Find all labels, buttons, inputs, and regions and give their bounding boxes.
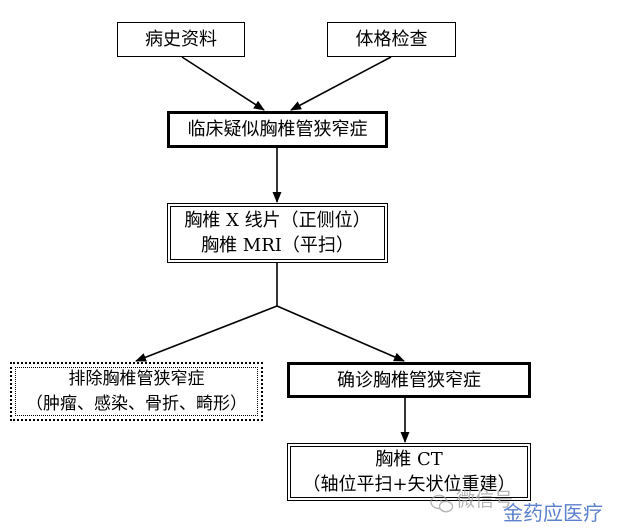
node-line-1: 胸椎 CT xyxy=(375,449,443,470)
node-line-2: （肿瘤、感染、骨折、畸形） xyxy=(26,393,247,414)
node-line-1: 胸椎 X 线片（正侧位） xyxy=(184,210,371,231)
node-line-2: 胸椎 MRI（平扫） xyxy=(201,235,354,256)
node-clinical-suspicion: 临床疑似胸椎管狭窄症 xyxy=(167,111,388,148)
arrow-exam-to-suspected xyxy=(290,56,392,111)
watermark-brand: 金药应医疗 xyxy=(503,501,603,525)
node-ct: 胸椎 CT （轴位平扫+矢状位重建） xyxy=(287,443,531,501)
watermark-wechat-label: 微信号 xyxy=(456,489,514,511)
node-line-2: （轴位平扫+矢状位重建） xyxy=(302,474,516,495)
node-label: 病史资料 xyxy=(145,29,217,50)
node-line-1: 排除胸椎管狭窄症 xyxy=(68,368,205,389)
node-physical-exam: 体格检查 xyxy=(327,22,456,57)
wechat-icon xyxy=(430,494,454,513)
node-label: 体格检查 xyxy=(355,29,428,50)
node-label: 临床疑似胸椎管狭窄症 xyxy=(187,119,368,140)
node-xray-mri: 胸椎 X 线片（正侧位） 胸椎 MRI（平扫） xyxy=(167,203,388,263)
arrow-junction-to-confirmed xyxy=(276,305,405,362)
arrow-junction-to-excluded xyxy=(135,305,278,362)
node-excluded: 排除胸椎管狭窄症 （肿瘤、感染、骨折、畸形） xyxy=(10,362,263,421)
arrow-history-to-suspected xyxy=(181,56,265,111)
node-confirmed: 确诊胸椎管狭窄症 xyxy=(287,362,531,398)
node-medical-history: 病史资料 xyxy=(117,22,245,57)
node-label: 确诊胸椎管狭窄症 xyxy=(337,369,481,391)
